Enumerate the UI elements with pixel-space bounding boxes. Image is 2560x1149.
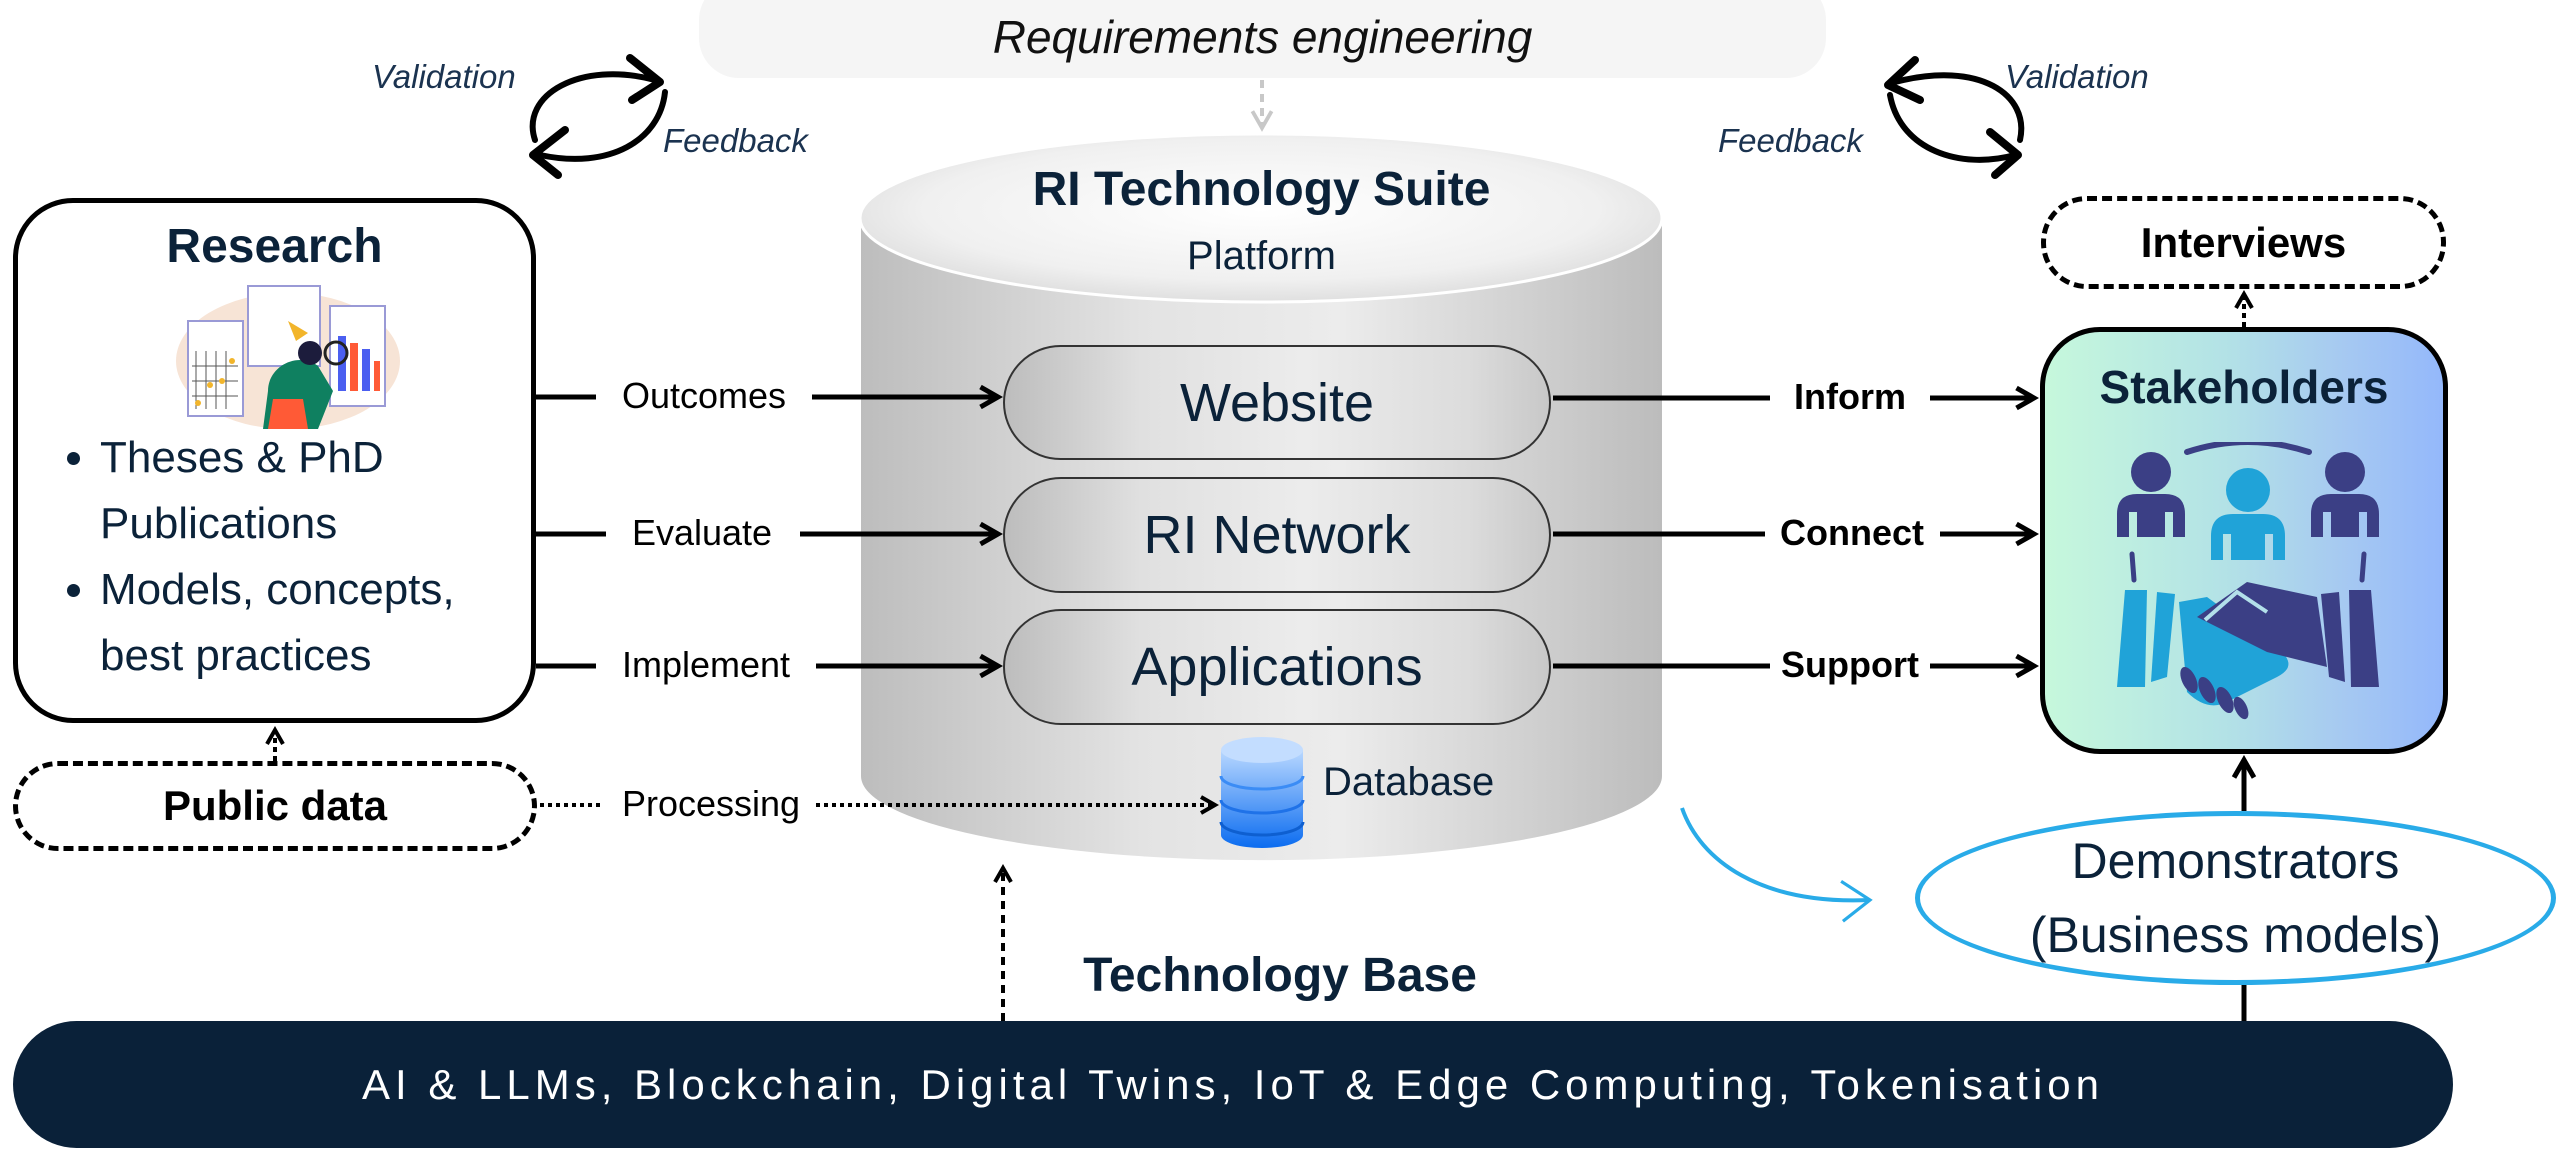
stakeholders-title: Stakeholders: [2099, 361, 2389, 413]
platform-title: RI Technology Suite: [1032, 163, 1491, 216]
processing-label: Processing: [621, 783, 801, 824]
research-title: Research: [166, 220, 383, 273]
research-box: Research Theses & PhD Publications Model…: [13, 198, 536, 723]
research-bullet-item: Theses & PhD Publications: [100, 425, 455, 557]
support-label: Support: [1781, 644, 1919, 685]
implement-label: Implement: [621, 644, 791, 685]
people-handshake-icon: [2117, 442, 2379, 720]
module-ri-network[interactable]: RI Network: [1003, 477, 1551, 593]
stakeholders-box: Stakeholders: [2040, 327, 2448, 754]
research-bullet-list: Theses & PhD Publications Models, concep…: [46, 425, 455, 689]
database-label: Database: [1323, 760, 1495, 804]
right-feedback-label: Feedback: [1718, 122, 1863, 159]
demonstrators-line2: (Business models): [2029, 907, 2442, 963]
outcomes-label: Outcomes: [621, 375, 787, 416]
module-website[interactable]: Website: [1003, 345, 1551, 460]
research-to-platform-connectors: [536, 384, 1004, 679]
interviews-label: Interviews: [2140, 218, 2347, 266]
platform-to-demonstrators-arrow: [1680, 807, 1873, 923]
technology-base-items: AI & LLMs, Blockchain, Digital Twins, Io…: [361, 1060, 2105, 1108]
demonstrators-line1: Demonstrators: [2071, 833, 2400, 889]
technology-base-bar: AI & LLMs, Blockchain, Digital Twins, Io…: [13, 1021, 2453, 1148]
requirements-engineering-banner: Requirements engineering: [699, 0, 1826, 78]
research-bullet-item: Models, concepts, best practices: [100, 557, 455, 689]
left-feedback-loop-icon: [529, 54, 668, 179]
right-feedback-loop-icon: [1884, 56, 2025, 179]
platform-to-stakeholders-connectors: [1553, 385, 2040, 679]
left-feedback-label: Feedback: [663, 122, 808, 159]
requirements-label: Requirements engineering: [992, 11, 1533, 63]
evaluate-label: Evaluate: [631, 512, 773, 553]
public-data-box: Public data: [13, 761, 537, 851]
researcher-with-charts-illustration: [176, 285, 400, 429]
public-data-label: Public data: [162, 782, 388, 829]
right-validation-label: Validation: [2005, 58, 2149, 95]
left-validation-label: Validation: [372, 58, 516, 95]
demonstrators-ellipse: Demonstrators (Business models): [1915, 811, 2556, 985]
interviews-box: Interviews: [2041, 196, 2446, 289]
technology-base-title: Technology Base: [1083, 949, 1477, 1002]
inform-label: Inform: [1794, 376, 1906, 417]
platform-subtitle: Platform: [1187, 234, 1336, 278]
database-icon: [1219, 737, 1305, 848]
module-applications[interactable]: Applications: [1003, 609, 1551, 725]
connect-label: Connect: [1780, 512, 1924, 553]
